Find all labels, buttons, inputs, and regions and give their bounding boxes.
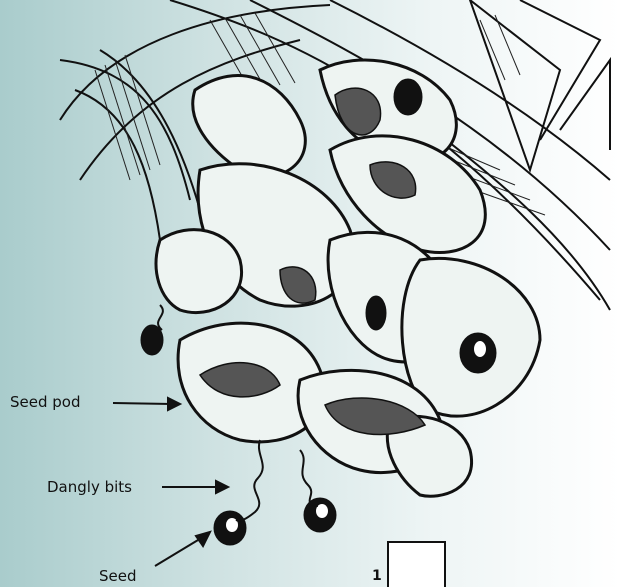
scale-box bbox=[387, 541, 446, 587]
figure-number: 1 bbox=[372, 568, 382, 584]
label-seed: Seed bbox=[99, 567, 137, 585]
label-dangly-bits: Dangly bits bbox=[47, 478, 132, 496]
label-seed-pod: Seed pod bbox=[10, 393, 81, 411]
